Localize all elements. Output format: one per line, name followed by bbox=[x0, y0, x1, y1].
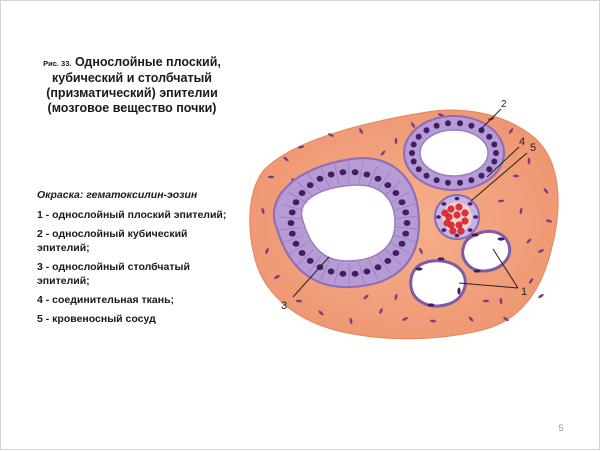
endothelial-nucleus bbox=[468, 202, 473, 206]
erythrocyte bbox=[444, 220, 451, 227]
columnar-nucleus bbox=[299, 250, 306, 256]
endothelial-nucleus bbox=[436, 215, 441, 219]
cuboidal-nucleus bbox=[493, 150, 499, 156]
squamous-nucleus bbox=[498, 237, 505, 240]
label-1: 1 bbox=[521, 286, 527, 298]
columnar-nucleus bbox=[293, 241, 300, 247]
cuboidal-nucleus bbox=[416, 166, 422, 172]
columnar-nucleus bbox=[307, 258, 314, 264]
columnar-nucleus bbox=[340, 271, 347, 277]
columnar-nucleus bbox=[399, 241, 406, 247]
squamous-tubule-right bbox=[463, 231, 510, 271]
erythrocyte bbox=[462, 210, 469, 217]
cuboidal-nucleus bbox=[424, 173, 430, 179]
endothelial-nucleus bbox=[442, 228, 447, 232]
columnar-nucleus bbox=[375, 176, 382, 182]
columnar-nucleus bbox=[352, 271, 359, 277]
columnar-nucleus bbox=[289, 231, 296, 237]
columnar-nucleus bbox=[364, 172, 371, 178]
label-4: 4 bbox=[519, 136, 525, 148]
page-number: 5 bbox=[554, 423, 568, 433]
cuboidal-nucleus bbox=[486, 134, 492, 140]
squamous-nucleus bbox=[416, 267, 423, 270]
columnar-nucleus bbox=[384, 182, 391, 188]
cuboidal-nucleus bbox=[445, 180, 451, 186]
erythrocyte bbox=[454, 212, 461, 219]
columnar-nucleus bbox=[384, 258, 391, 264]
erythrocyte bbox=[448, 206, 455, 213]
squamous-nucleus bbox=[472, 233, 479, 236]
cuboidal-nucleus bbox=[457, 120, 463, 126]
erythrocyte bbox=[458, 228, 465, 235]
columnar-nucleus bbox=[352, 169, 359, 175]
erythrocyte bbox=[442, 210, 449, 217]
squamous-nucleus bbox=[428, 303, 435, 306]
erythrocyte bbox=[462, 218, 469, 225]
cuboidal-nucleus bbox=[411, 142, 417, 148]
label-2: 2 bbox=[501, 99, 507, 110]
erythrocyte bbox=[456, 222, 463, 229]
fibroblast-nucleus bbox=[538, 293, 545, 299]
columnar-nucleus bbox=[402, 231, 409, 237]
squamous-nucleus bbox=[474, 269, 481, 272]
fibroblast-nucleus bbox=[268, 176, 274, 179]
squamous-nucleus bbox=[438, 257, 445, 260]
cuboidal-nucleus bbox=[424, 127, 430, 133]
columnar-nucleus bbox=[328, 269, 335, 275]
columnar-nucleus bbox=[399, 199, 406, 205]
endothelial-nucleus bbox=[442, 202, 447, 206]
columnar-nucleus bbox=[293, 199, 300, 205]
cuboidal-nucleus bbox=[479, 173, 485, 179]
cuboidal-nucleus bbox=[486, 166, 492, 172]
squamous-nucleus bbox=[457, 288, 460, 295]
cuboidal-nucleus bbox=[468, 177, 474, 183]
columnar-nucleus bbox=[289, 209, 296, 215]
columnar-nucleus bbox=[375, 264, 382, 270]
columnar-nucleus bbox=[393, 250, 400, 256]
cuboidal-nucleus bbox=[409, 150, 415, 156]
cuboidal-nucleus bbox=[434, 123, 440, 129]
label-3: 3 bbox=[281, 300, 287, 312]
columnar-nucleus bbox=[317, 176, 324, 182]
columnar-nucleus bbox=[402, 209, 409, 215]
columnar-nucleus bbox=[328, 172, 335, 178]
columnar-nucleus bbox=[340, 169, 347, 175]
cuboidal-nucleus bbox=[457, 180, 463, 186]
endothelial-nucleus bbox=[455, 197, 460, 201]
cuboidal-lumen bbox=[420, 130, 488, 176]
cuboidal-nucleus bbox=[416, 134, 422, 140]
label-5: 5 bbox=[530, 142, 536, 154]
cuboidal-nucleus bbox=[468, 123, 474, 129]
erythrocyte bbox=[450, 228, 457, 235]
cuboidal-nucleus bbox=[491, 159, 497, 165]
endothelial-nucleus bbox=[455, 234, 460, 238]
cuboidal-nucleus bbox=[411, 159, 417, 165]
columnar-nucleus bbox=[364, 269, 371, 275]
endothelial-nucleus bbox=[473, 215, 478, 219]
cuboidal-nucleus bbox=[445, 120, 451, 126]
columnar-nucleus bbox=[288, 220, 295, 226]
cuboidal-nucleus bbox=[434, 177, 440, 183]
cuboidal-nucleus bbox=[491, 142, 497, 148]
endothelial-nucleus bbox=[468, 228, 473, 232]
columnar-nucleus bbox=[299, 190, 306, 196]
columnar-nucleus bbox=[307, 182, 314, 188]
columnar-nucleus bbox=[404, 220, 411, 226]
erythrocyte bbox=[456, 204, 463, 211]
columnar-nucleus bbox=[393, 190, 400, 196]
